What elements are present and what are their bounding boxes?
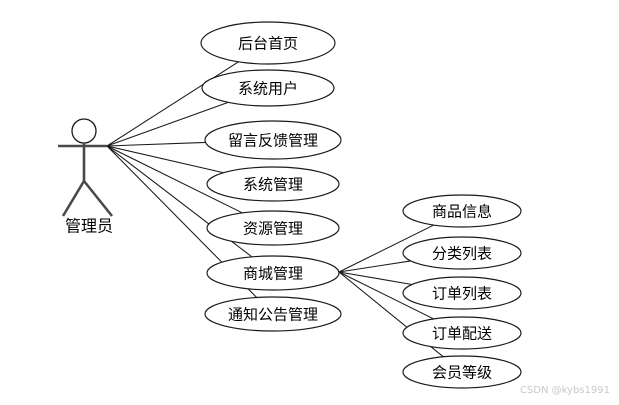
uc-order-list-label: 订单列表 (432, 285, 492, 303)
assoc-actor-to-uc-resource-mgmt (106, 145, 243, 214)
uc-system-mgmt[interactable]: 系统管理 (206, 166, 340, 202)
assoc-actor-to-uc-system-user (106, 101, 229, 147)
assoc-mall-to-uc-product-info (338, 224, 434, 273)
actor-leg-left (61, 180, 86, 217)
uc-notice-mgmt-label: 通知公告管理 (228, 306, 318, 324)
uc-order-list-ellipse (402, 276, 522, 310)
uc-mall-mgmt-label: 商城管理 (243, 265, 303, 283)
assoc-mall-to-uc-order-delivery (338, 271, 434, 320)
uc-backend-home[interactable]: 后台首页 (200, 21, 336, 65)
uc-system-user-label: 系统用户 (238, 80, 298, 98)
uc-product-info[interactable]: 商品信息 (402, 194, 522, 228)
uc-system-mgmt-label: 系统管理 (243, 176, 303, 194)
uc-member-level-label: 会员等级 (432, 364, 492, 382)
actor-head-icon (71, 118, 97, 144)
assoc-actor-to-uc-feedback-mgmt (106, 141, 206, 147)
assoc-actor-to-uc-system-mgmt (106, 145, 224, 174)
uc-product-info-label: 商品信息 (432, 203, 492, 221)
uc-mall-mgmt-ellipse (206, 255, 340, 291)
uc-feedback-mgmt-label: 留言反馈管理 (228, 132, 318, 150)
uc-feedback-mgmt-ellipse (204, 120, 342, 160)
watermark-label: CSDN @kybs1991 (520, 385, 610, 396)
uc-category-list-label: 分类列表 (432, 245, 492, 263)
uc-resource-mgmt-ellipse (206, 210, 340, 246)
uc-notice-mgmt-ellipse (204, 296, 342, 332)
uc-order-delivery-ellipse (402, 316, 522, 350)
uc-resource-mgmt-label: 资源管理 (243, 220, 303, 238)
uc-notice-mgmt[interactable]: 通知公告管理 (204, 296, 342, 332)
uc-feedback-mgmt[interactable]: 留言反馈管理 (204, 120, 342, 160)
uc-mall-mgmt[interactable]: 商城管理 (206, 255, 340, 291)
uc-order-delivery[interactable]: 订单配送 (402, 316, 522, 350)
uc-backend-home-label: 后台首页 (238, 35, 298, 53)
uc-order-delivery-label: 订单配送 (432, 325, 492, 343)
uc-system-user[interactable]: 系统用户 (201, 69, 335, 107)
uc-product-info-ellipse (402, 194, 522, 228)
assoc-actor-to-uc-backend-home (106, 61, 239, 147)
uc-category-list[interactable]: 分类列表 (402, 236, 522, 270)
uc-system-mgmt-ellipse (206, 166, 340, 202)
uc-order-list[interactable]: 订单列表 (402, 276, 522, 310)
assoc-mall-to-uc-category-list (338, 260, 411, 273)
actor-leg-right (82, 180, 114, 217)
uc-category-list-ellipse (402, 236, 522, 270)
uc-system-user-ellipse (201, 69, 335, 107)
uc-member-level[interactable]: 会员等级 (402, 355, 522, 389)
uc-resource-mgmt[interactable]: 资源管理 (206, 210, 340, 246)
assoc-mall-to-uc-order-list (338, 271, 413, 285)
uc-backend-home-ellipse (200, 21, 336, 65)
uc-member-level-ellipse (402, 355, 522, 389)
actor-association-lines (106, 61, 258, 298)
actor-administrator[interactable]: 管理员 (58, 118, 114, 236)
actor-label: 管理员 (65, 217, 113, 236)
